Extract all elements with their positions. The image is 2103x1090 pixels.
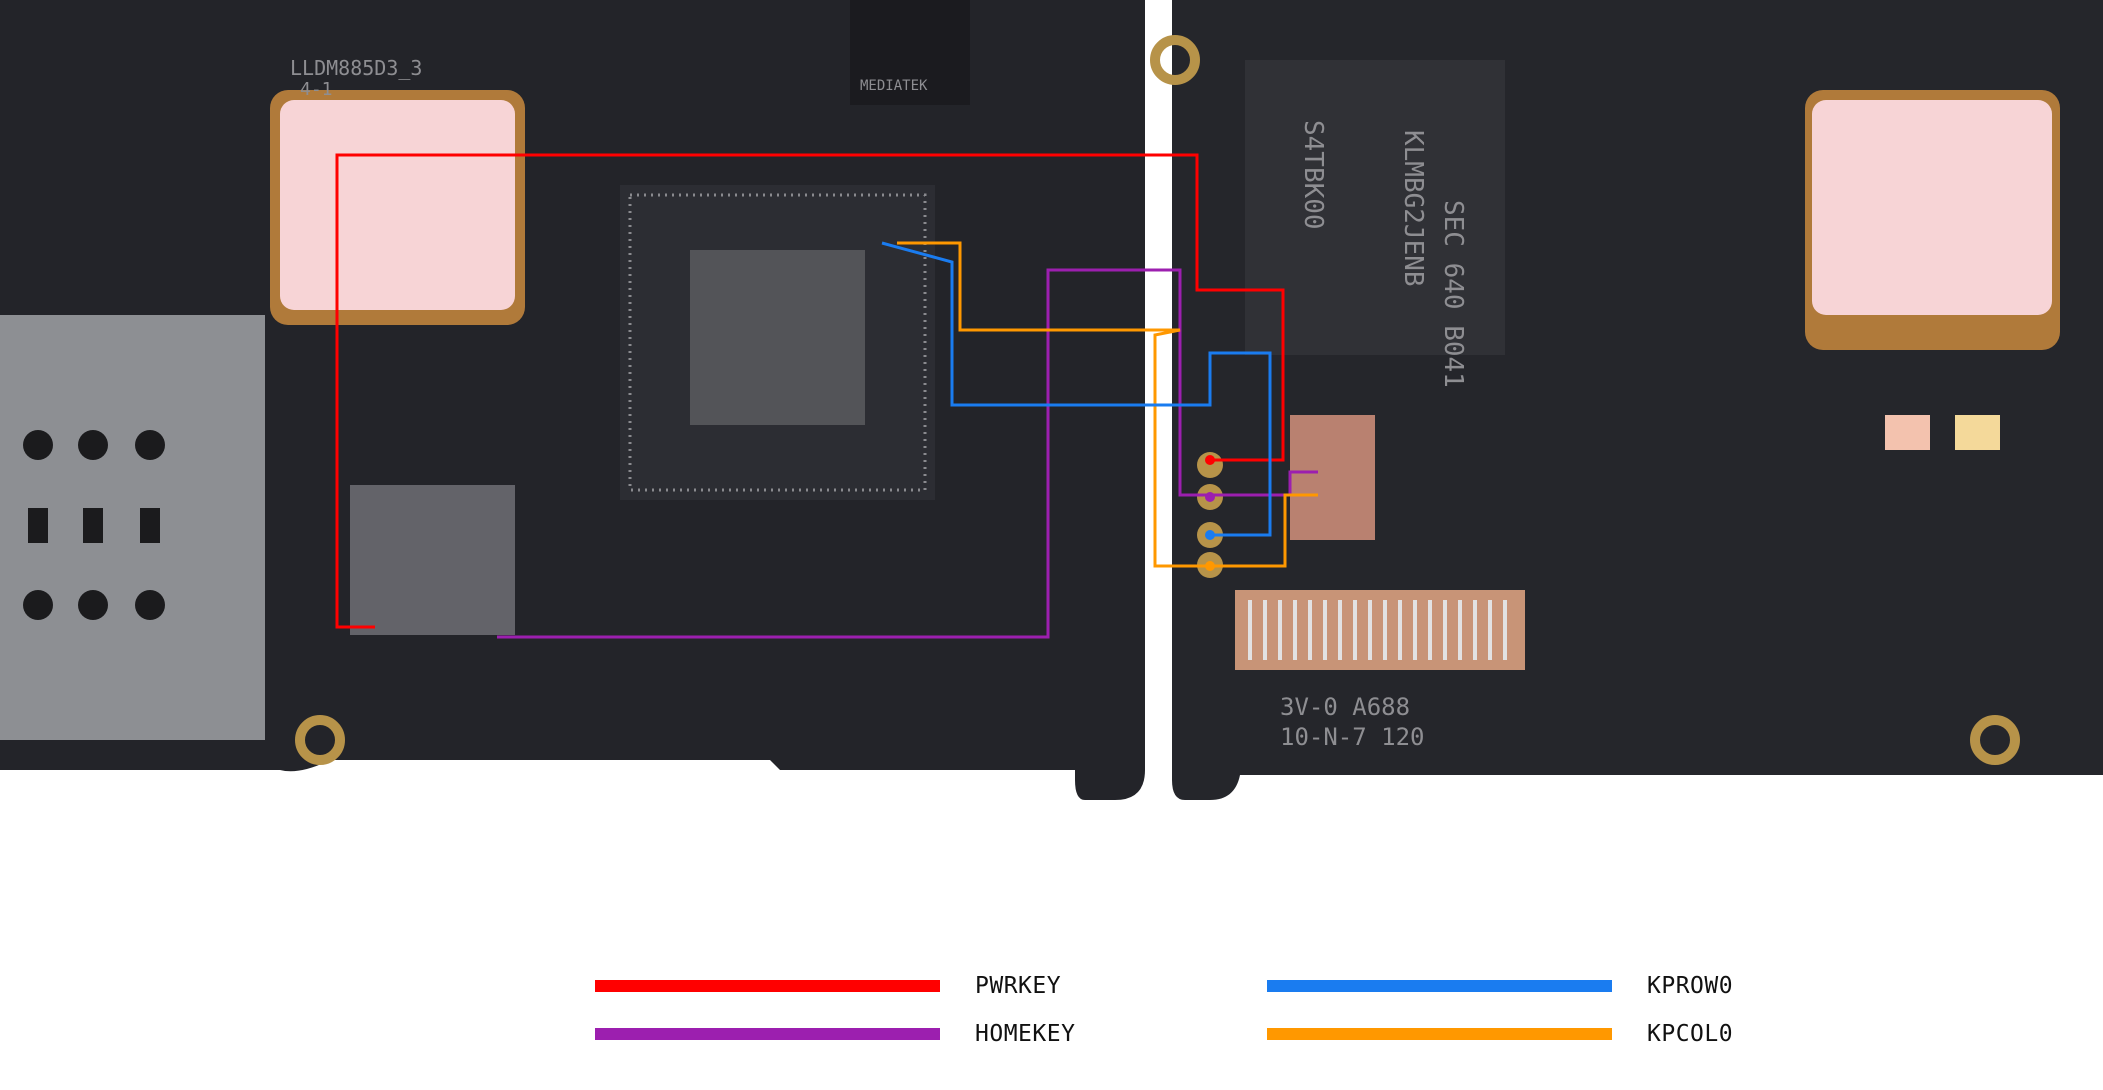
legend-item-homekey: HOMEKEY <box>595 1021 1075 1047</box>
memory-part-label: KLMBG2JENB <box>1398 130 1428 287</box>
board-rev-label: 4-1 <box>300 79 333 100</box>
soc-label: MEDIATEK <box>860 78 928 94</box>
pmic-bga <box>350 485 515 635</box>
board-code-label: 3V-0 A688 <box>1280 693 1410 721</box>
trace-kprow0 <box>881 241 1272 537</box>
trace-pwrkey <box>335 153 1285 629</box>
memory-chip-label: SEC 640 B041 <box>1438 200 1468 388</box>
emmc-chip <box>1245 60 1505 355</box>
legend-item-kprow0: KPROW0 <box>1267 973 1733 999</box>
trace-kpcol0 <box>897 241 1318 568</box>
legend-label: HOMEKEY <box>975 1021 1076 1047</box>
legend-swatch <box>595 1028 940 1040</box>
legend-swatch <box>1267 980 1612 992</box>
key-fpc-connector <box>1290 415 1375 540</box>
memory-lot-label: S4TBK00 <box>1298 120 1328 230</box>
legend-swatch <box>595 980 940 992</box>
legend-label: PWRKEY <box>975 973 1062 999</box>
date-code-label: 10-N-7 120 <box>1280 723 1425 751</box>
legend-swatch <box>1267 1028 1612 1040</box>
board-id-label: LLDM885D3_3 <box>290 56 422 80</box>
trace-homekey <box>497 268 1318 639</box>
mediatek-chip <box>850 0 970 105</box>
legend-label: KPROW0 <box>1647 973 1734 999</box>
pcb-board-image: LLDM885D3_3 4-1 MEDIATEK SEC 640 B041 KL… <box>0 0 2103 800</box>
legend-item-kpcol0: KPCOL0 <box>1267 1021 1733 1047</box>
legend-item-pwrkey: PWRKEY <box>595 973 1061 999</box>
legend-label: KPCOL0 <box>1647 1021 1734 1047</box>
